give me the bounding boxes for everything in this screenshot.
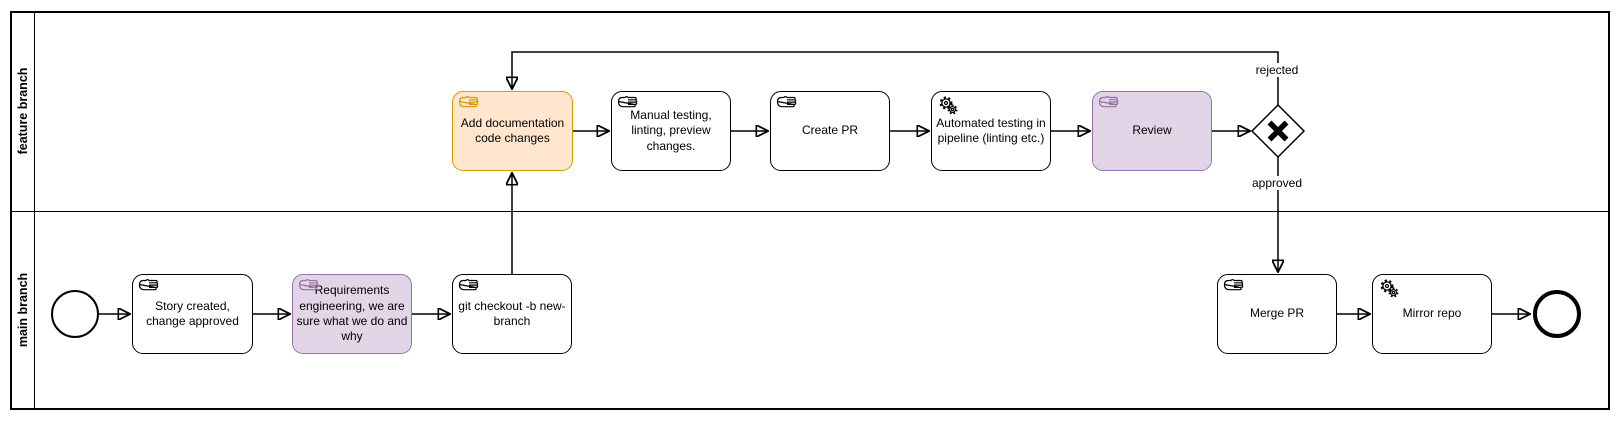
flow-label-approved: approved: [1248, 176, 1306, 190]
exclusive-gateway[interactable]: [1250, 103, 1306, 159]
end-event[interactable]: [1533, 290, 1581, 338]
task-label: Mirror repo: [1402, 306, 1462, 321]
task-story-created[interactable]: Story created, change approved: [132, 274, 253, 354]
manual-task-hand-icon: [458, 278, 479, 296]
manual-task-hand-icon: [1223, 278, 1244, 296]
lane-label-main-branch: main branch: [16, 272, 30, 348]
task-label: Manual testing, linting, preview changes…: [630, 107, 712, 153]
task-label: Automated testing in pipeline (linting e…: [936, 115, 1046, 145]
task-create-pr[interactable]: Create PR: [770, 91, 890, 171]
task-requirements-engineering[interactable]: Requirements engineering, we are sure wh…: [292, 274, 412, 354]
lane-header-divider: [34, 13, 35, 408]
manual-task-hand-icon: [298, 278, 319, 296]
manual-task-hand-icon: [1098, 95, 1119, 113]
task-git-checkout[interactable]: git checkout -b new-branch: [452, 274, 572, 354]
task-mirror-repo[interactable]: Mirror repo: [1372, 274, 1492, 354]
x-marker-icon: [1267, 120, 1289, 142]
manual-task-hand-icon: [617, 95, 638, 113]
lane-divider: [12, 211, 1608, 212]
task-label: Create PR: [801, 123, 859, 138]
manual-task-hand-icon: [776, 95, 797, 113]
manual-task-hand-icon: [458, 95, 479, 113]
task-automated-testing[interactable]: Automated testing in pipeline (linting e…: [931, 91, 1051, 171]
task-label: Requirements engineering, we are sure wh…: [296, 283, 408, 344]
task-label: git checkout -b new-branch: [458, 298, 566, 328]
task-label: Add documentation code changes: [460, 115, 565, 145]
manual-task-hand-icon: [138, 278, 159, 296]
flow-label-rejected: rejected: [1252, 63, 1302, 77]
task-manual-testing[interactable]: Manual testing, linting, preview changes…: [611, 91, 731, 171]
task-label: Merge PR: [1249, 306, 1305, 321]
task-label: Review: [1132, 123, 1172, 138]
service-task-gear-icon: [937, 95, 960, 120]
task-label: Story created, change approved: [146, 298, 239, 328]
task-merge-pr[interactable]: Merge PR: [1217, 274, 1337, 354]
start-event[interactable]: [51, 290, 99, 338]
task-add-documentation[interactable]: Add documentation code changes: [452, 91, 573, 171]
task-review[interactable]: Review: [1092, 91, 1212, 171]
service-task-gear-icon: [1378, 278, 1401, 303]
lane-label-feature-branch: feature branch: [16, 67, 30, 155]
